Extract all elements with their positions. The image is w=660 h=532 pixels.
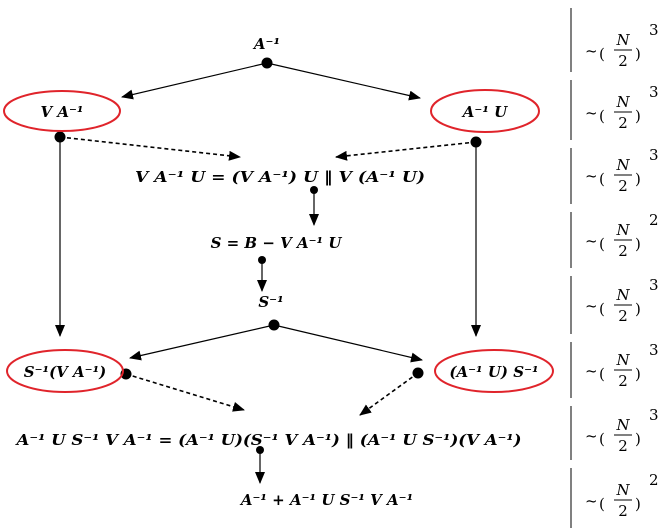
cost-row-7: ~( N 2) 3	[585, 406, 659, 455]
cost-fraction-bottom: 2	[618, 307, 628, 325]
cost-paren-open: (	[599, 430, 605, 448]
label-v-a-inv-u-eq: V A⁻¹ U = (V A⁻¹) U ‖ V (A⁻¹ U)	[135, 168, 425, 186]
cost-paren-close: )	[635, 235, 641, 253]
cost-fraction-bottom: 2	[618, 114, 628, 132]
cost-exponent: 3	[649, 21, 659, 39]
cost-tilde: ~	[585, 492, 598, 510]
cost-paren-close: )	[635, 170, 641, 188]
cost-fraction-top: N	[615, 156, 630, 174]
cost-fraction-bottom: 2	[618, 502, 628, 520]
cost-exponent: 3	[649, 276, 659, 294]
arrow-a-inv-to-v-a-inv	[121, 62, 268, 100]
cost-paren-close: )	[635, 365, 641, 383]
cost-fraction-top: N	[615, 93, 630, 111]
cost-fraction-bottom: 2	[618, 52, 628, 70]
dash-a-inv-u-to-eq	[335, 141, 477, 161]
cost-row-3: ~( N 2) 3	[585, 146, 659, 195]
label-schur: S = B − V A⁻¹ U	[211, 234, 343, 252]
cost-paren-close: )	[635, 495, 641, 513]
cost-paren-close: )	[635, 107, 641, 125]
cost-paren-open: (	[599, 45, 605, 63]
cost-row-5: ~( N 2) 3	[585, 276, 659, 325]
cost-tilde: ~	[585, 104, 598, 122]
cost-exponent: 3	[649, 146, 659, 164]
cost-paren-close: )	[635, 45, 641, 63]
cost-tilde: ~	[585, 297, 598, 315]
label-a-inv-u: A⁻¹ U	[461, 103, 508, 121]
cost-row-1: ~( N 2) 3	[585, 21, 659, 70]
cost-paren-open: (	[599, 495, 605, 513]
label-s-inv: S⁻¹	[258, 293, 283, 311]
cost-exponent: 3	[649, 406, 659, 424]
cost-fraction-bottom: 2	[618, 242, 628, 260]
label-v-a-inv: V A⁻¹	[41, 103, 84, 121]
cost-fraction-top: N	[615, 481, 630, 499]
dashed-arrows	[59, 136, 477, 416]
highlight-a-inv-u-s-inv	[434, 349, 554, 393]
cost-exponent: 3	[649, 341, 659, 359]
cost-tilde: ~	[585, 232, 598, 250]
cost-fraction-bottom: 2	[618, 437, 628, 455]
solid-arrows	[55, 62, 481, 484]
label-final-sum: A⁻¹ + A⁻¹ U S⁻¹ V A⁻¹	[239, 491, 413, 509]
cost-fraction-top: N	[615, 286, 630, 304]
cost-tilde: ~	[585, 42, 598, 60]
cost-row-4: ~( N 2) 2	[585, 211, 659, 260]
cost-paren-open: (	[599, 107, 605, 125]
arrow-a-inv-to-a-inv-u	[266, 62, 421, 101]
cost-fraction-top: N	[615, 221, 630, 239]
label-product-eq: A⁻¹ U S⁻¹ V A⁻¹ = (A⁻¹ U)(S⁻¹ V A⁻¹) ‖ (…	[14, 431, 521, 449]
cost-row-6: ~( N 2) 3	[585, 341, 659, 390]
cost-paren-open: (	[599, 365, 605, 383]
cost-tilde: ~	[585, 427, 598, 445]
highlight-a-inv-u	[430, 89, 540, 133]
cost-paren-open: (	[599, 170, 605, 188]
cost-tilde: ~	[585, 167, 598, 185]
cost-paren-close: )	[635, 430, 641, 448]
cost-exponent: 2	[649, 471, 659, 489]
label-a-inv: A⁻¹	[252, 35, 280, 53]
arrow-s-inv-left	[129, 324, 275, 361]
cost-fraction-bottom: 2	[618, 177, 628, 195]
highlight-s-inv-v-a-inv	[6, 349, 124, 393]
cost-fraction-bottom: 2	[618, 372, 628, 390]
cost-paren-open: (	[599, 300, 605, 318]
cost-column: ~(N2)3~(N2)3~(N2)3~(N2)2~(N2)3~(N2)3~(N2…	[570, 8, 659, 528]
dash-right-to-product	[359, 372, 419, 416]
cost-tilde: ~	[585, 362, 598, 380]
dash-v-a-inv-to-eq	[59, 136, 241, 161]
label-a-inv-u-s-inv: (A⁻¹ U) S⁻¹	[449, 363, 538, 381]
node-labels: A⁻¹ V A⁻¹ A⁻¹ U V A⁻¹ U = (V A⁻¹) U ‖ V …	[14, 35, 538, 509]
arrow-s-inv-right	[273, 324, 423, 363]
cost-fraction-top: N	[615, 416, 630, 434]
cost-row-8: ~( N 2) 2	[585, 471, 659, 520]
cost-exponent: 3	[649, 83, 659, 101]
cost-exponent: 2	[649, 211, 659, 229]
cost-paren-open: (	[599, 235, 605, 253]
cost-paren-close: )	[635, 300, 641, 318]
label-s-inv-v-a-inv: S⁻¹(V A⁻¹)	[24, 363, 107, 381]
cost-fraction-top: N	[615, 31, 630, 49]
cost-fraction-top: N	[615, 351, 630, 369]
highlight-v-a-inv	[3, 90, 121, 132]
highlight-ellipses	[3, 89, 554, 393]
dash-left-to-product	[125, 373, 245, 412]
cost-row-2: ~( N 2) 3	[585, 83, 659, 132]
